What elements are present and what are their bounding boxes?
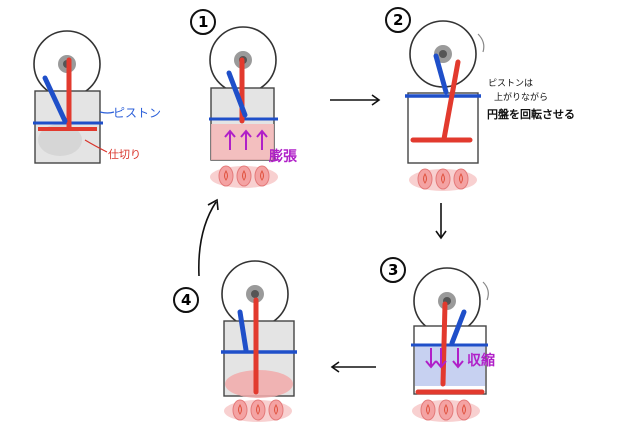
step-2-number: 2 (393, 11, 403, 29)
cylinder (408, 93, 478, 163)
expansion-label: 膨張 (269, 146, 297, 166)
heat-zone (211, 124, 274, 160)
panel-step-1 (191, 10, 278, 188)
panel-intro (33, 31, 114, 163)
partition-label: 仕切り (108, 146, 141, 162)
note-line-1: ピストンは (488, 78, 533, 90)
arrow-down (436, 203, 446, 238)
rotation-arrow-icon (483, 282, 488, 300)
flame-icon (224, 400, 292, 422)
arrow-left (332, 362, 376, 372)
flame-icon (210, 166, 278, 188)
panel-step-2 (386, 8, 484, 191)
step-3-number: 3 (388, 261, 398, 279)
piston-label: ピストン (113, 104, 161, 121)
wheel-icon (414, 268, 480, 334)
contraction-label: 収縮 (467, 350, 495, 370)
panel-step-3 (381, 258, 488, 422)
flame-icon (412, 400, 480, 422)
note-line-2: 上がりながら (494, 92, 548, 104)
note-line-3: 円盤を回転させる (487, 106, 575, 122)
panel-step-4 (174, 261, 297, 422)
arrow-up (199, 200, 218, 276)
heat-zone (225, 370, 293, 398)
step-4-number: 4 (181, 291, 191, 309)
flame-icon (409, 169, 477, 191)
rod (443, 304, 445, 384)
arrow-right (330, 95, 379, 105)
step-1-number: 1 (198, 13, 208, 31)
rotation-arrow-icon (478, 34, 484, 52)
